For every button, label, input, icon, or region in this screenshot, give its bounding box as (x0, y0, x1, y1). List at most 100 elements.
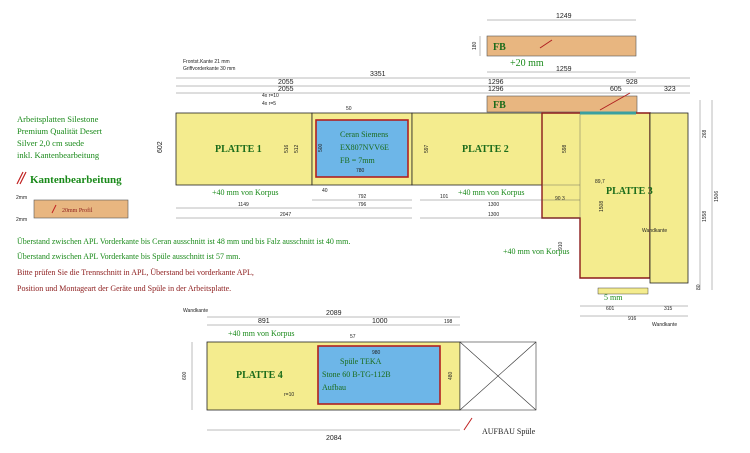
dim-605: 605 (610, 86, 622, 93)
fb-top-total: 1259 (556, 66, 572, 73)
plate-2 (411, 112, 543, 186)
sink-line1: Spüle TEKA (340, 357, 382, 366)
dim-50: 50 (346, 106, 352, 112)
ceran-line1: Ceran Siemens (340, 130, 388, 139)
dim-80: 80 (696, 284, 702, 290)
dim-1300b: 1300 (488, 212, 499, 218)
sink-note: AUFBAU Spüle (482, 427, 536, 436)
dim-1296a: 1296 (488, 79, 504, 86)
sink-cutout (317, 345, 441, 405)
fb-top-group: 1249 180 FB +20 mm 1259 (472, 13, 637, 73)
fb-top-overhang: +20 mm (510, 58, 544, 69)
dim-1508: 1508 (599, 201, 605, 212)
fb-top-height: 180 (472, 41, 478, 50)
dim-2084: 2084 (326, 435, 342, 442)
plate-1 (175, 112, 313, 186)
dim-3351: 3351 (370, 71, 386, 78)
plate-3-side (649, 112, 689, 284)
dim-40: 40 (322, 188, 328, 194)
ceran-line2: EX807NVV6E (340, 143, 389, 152)
dim-597: 597 (424, 144, 430, 153)
sink-note-mark (463, 417, 473, 431)
dim-315: 315 (664, 306, 673, 312)
dim-916: 916 (628, 316, 637, 322)
dim-1558: 1558 (702, 211, 708, 222)
fb-top-mark (539, 39, 553, 49)
material-line3: Silver 2,0 cm suede (17, 138, 84, 148)
material-line1: Arbeitsplatten Silestone (17, 114, 99, 124)
ceran-cutout (315, 119, 409, 178)
dim-891: 891 (258, 318, 270, 325)
dim-5mm: 5 mm (604, 293, 623, 302)
dim-601: 601 (606, 306, 615, 312)
dim-57: 57 (350, 334, 356, 340)
note-line1: Überstand zwischen APL Vorderkante bis C… (17, 237, 350, 246)
dim-928: 928 (626, 79, 638, 86)
dim-910: 910 (558, 241, 564, 250)
dim-512: 512 (294, 144, 300, 153)
plus40-c: +40 mm von Korpus (503, 247, 570, 256)
dim-792: 792 (358, 194, 367, 200)
note-line2: Überstand zwischen APL Vorderkante bis S… (17, 252, 240, 261)
fb-top-label: FB (493, 42, 506, 53)
dim-602: 602 (157, 141, 164, 153)
dim-4xr10: 4x r=10 (262, 93, 279, 99)
dim-1000: 1000 (372, 318, 388, 325)
plus40-a: +40 mm von Korpus (212, 188, 279, 197)
plate-4-label: PLATTE 4 (236, 370, 283, 381)
fb-mid-plate (486, 95, 638, 113)
edge-mark-2 (19, 171, 27, 185)
dim-268: 268 (702, 129, 708, 138)
dim-1296b: 1296 (488, 86, 504, 93)
ceran-width: 780 (356, 168, 365, 174)
fb-mid-mark (599, 92, 631, 111)
note-line3: Bitte prüfen Sie die Trennschnitt in APL… (17, 268, 254, 277)
profile-label: 20mm Profil (62, 207, 93, 214)
dim-198: 198 (444, 319, 453, 325)
plate-3-label: PLATTE 3 (606, 186, 653, 197)
material-line2: Premium Qualität Desert (17, 126, 103, 136)
dim-1300a: 1300 (488, 202, 499, 208)
ceran-line3: FB = 7mm (340, 156, 376, 165)
dim-r10: r=10 (284, 392, 294, 398)
appliance-cross-2 (459, 341, 537, 411)
wand-tag-3: Wandkante (642, 228, 667, 234)
dim-2089: 2089 (326, 310, 342, 317)
sink-width: 980 (372, 350, 381, 356)
dim-2055b: 2055 (278, 86, 294, 93)
fb-top-width: 1249 (556, 13, 572, 20)
dim-480: 480 (448, 371, 454, 380)
plate-3-foot (597, 287, 649, 295)
edge-title: Kantenbearbeitung (30, 174, 122, 186)
plate-1-label: PLATTE 1 (215, 144, 262, 155)
wand-tag-2: Wandkante (183, 308, 208, 314)
ceran-depth: 500 (318, 143, 324, 152)
note-line4: Position und Montageart der Geräte und S… (17, 284, 231, 293)
dim-1506: 1506 (714, 191, 720, 202)
profile-dim-top: 2mm (16, 195, 27, 201)
material-line4: inkl. Kantenbearbeitung (17, 150, 100, 160)
dim-598: 598 (562, 144, 568, 153)
profile-dim-bottom: 2mm (16, 217, 27, 223)
front-edge-note: Frontst.Kante 21 mm (183, 59, 230, 65)
edge-mark-1 (16, 171, 24, 185)
plus40-b: +40 mm von Korpus (458, 188, 525, 197)
dim-1149: 1149 (238, 202, 249, 208)
dim-516: 516 (284, 144, 290, 153)
dim-4xr5: 4x r=5 (262, 101, 276, 107)
fb-top-plate (486, 35, 637, 57)
dim-90a: 90 3 (555, 196, 565, 202)
dim-2055a: 2055 (278, 79, 294, 86)
profile-sample (33, 199, 129, 219)
dim-600: 600 (182, 371, 188, 380)
plate-2-label: PLATTE 2 (462, 144, 509, 155)
dim-101: 101 (440, 194, 449, 200)
wand-tag-1: Wandkante (652, 322, 677, 328)
sink-line3: Aufbau (322, 383, 346, 392)
fb-mid-label: FB (493, 100, 506, 111)
grip-edge-note: Griffvorderkante 30 mm (183, 66, 235, 72)
dim-2047: 2047 (280, 212, 291, 218)
plus40-lower: +40 mm von Korpus (228, 329, 295, 338)
profile-mark (51, 204, 57, 214)
